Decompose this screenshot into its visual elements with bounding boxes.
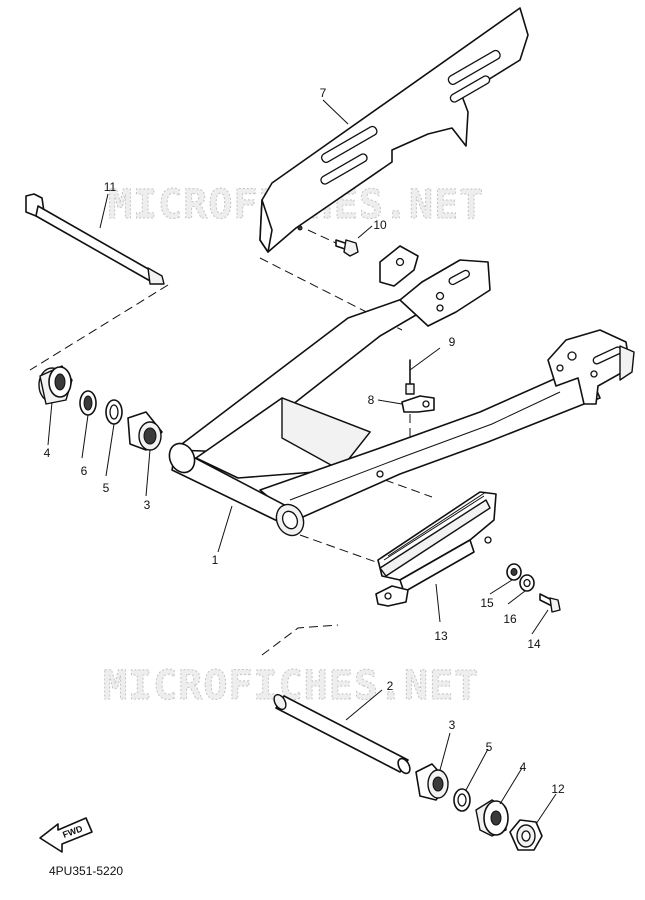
thrust-washer-left — [105, 399, 123, 425]
callout-nut: 12 — [551, 782, 565, 796]
callout-rivet: 9 — [449, 335, 456, 349]
chain-slider — [375, 491, 497, 607]
rivet — [405, 359, 415, 395]
guard-bolt — [307, 229, 359, 257]
callout-thrust-washer-left: 5 — [103, 481, 110, 495]
thrust-washer-right — [453, 788, 471, 812]
forward-arrow-icon: FWD — [39, 817, 93, 853]
clamp — [401, 395, 435, 413]
bush-right — [475, 799, 509, 837]
callout-bearing-left: 3 — [144, 498, 151, 512]
callout-bush-left: 4 — [44, 446, 51, 460]
callout-pivot-bolt: 11 — [104, 180, 117, 194]
watermark-bottom: MICROFICHES.NET — [103, 663, 479, 709]
callout-clamp: 8 — [368, 393, 375, 407]
pivot-shaft — [273, 693, 411, 775]
callout-pivot-shaft: 2 — [387, 679, 394, 693]
callout-oil-seal: 6 — [81, 464, 88, 478]
callout-chain-guard: 7 — [320, 86, 327, 100]
bearing-right — [415, 763, 449, 801]
bush-left — [38, 365, 73, 405]
callout-bush-right: 4 — [520, 760, 527, 774]
washer — [519, 574, 535, 592]
oil-seal — [79, 390, 97, 416]
callout-bearing-right: 3 — [449, 718, 456, 732]
callout-guard-bolt: 10 — [373, 218, 387, 232]
callout-slider-bolt: 14 — [527, 637, 541, 651]
slider-bolt — [539, 593, 561, 613]
callout-swingarm: 1 — [212, 553, 219, 567]
chain-guard — [259, 7, 529, 253]
bearing-left — [127, 411, 163, 451]
callout-collar: 15 — [480, 596, 494, 610]
callout-chain-slider: 13 — [434, 629, 448, 643]
callout-washer: 16 — [503, 612, 517, 626]
nut — [509, 819, 543, 851]
collar — [506, 563, 522, 581]
pivot-bolt — [25, 193, 165, 285]
figure-code: 4PU351-5220 — [49, 864, 124, 878]
leader-lines — [47, 99, 557, 825]
callout-numbers: 7 10 11 9 8 4 6 5 3 1 13 15 16 14 2 3 5 … — [44, 86, 565, 796]
swingarm — [168, 245, 635, 537]
callout-thrust-washer-right: 5 — [486, 740, 493, 754]
